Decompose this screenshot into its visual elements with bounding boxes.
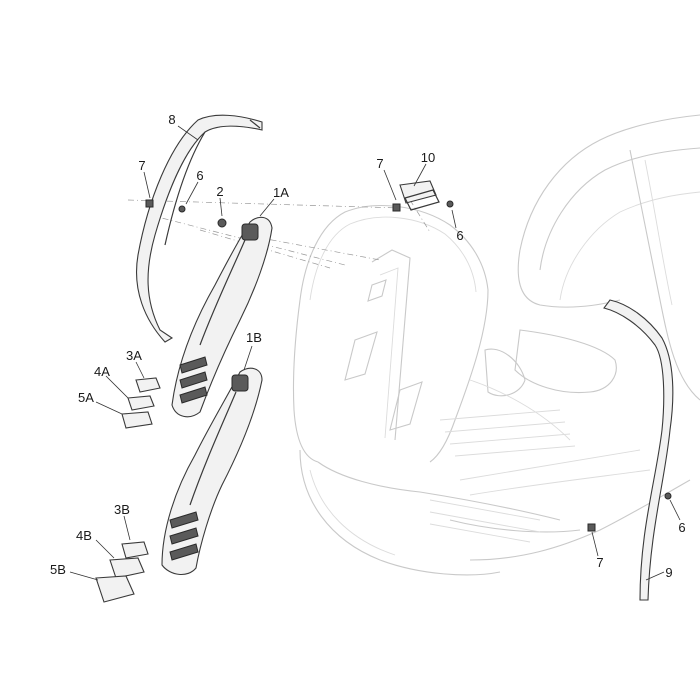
callout-7-left: 7 — [138, 158, 145, 173]
screw-6c — [664, 492, 672, 500]
callout-3b: 3B — [114, 502, 130, 517]
callout-5b: 5B — [50, 562, 66, 577]
part-5b — [95, 575, 135, 603]
nut-7b — [392, 203, 401, 212]
part-10-bracket — [399, 180, 440, 211]
callout-7-top: 7 — [376, 156, 383, 171]
part-4b — [109, 557, 145, 579]
callout-4b: 4B — [76, 528, 92, 543]
trim-pieces — [95, 377, 161, 603]
callout-6-left: 6 — [196, 168, 203, 183]
screw-6b — [446, 200, 454, 208]
part-4a — [127, 395, 155, 411]
leader-lines — [69, 125, 681, 581]
callout-9: 9 — [665, 565, 672, 580]
callout-8: 8 — [168, 112, 175, 127]
screw-2 — [217, 218, 227, 228]
part-5a — [121, 411, 153, 429]
callout-4a: 4A — [94, 364, 110, 379]
callout-6-right: 6 — [678, 520, 685, 535]
nut-7a — [145, 199, 154, 208]
callout-1b: 1B — [246, 330, 262, 345]
part-3b — [121, 541, 149, 559]
callout-2: 2 — [216, 184, 223, 199]
part-9-trim-strip — [603, 299, 674, 601]
callout-10: 10 — [421, 150, 435, 165]
part-3a — [135, 377, 161, 393]
nut-7c — [587, 523, 596, 532]
fasteners — [145, 199, 672, 532]
callout-labels: 8 7 6 2 1A 7 10 6 1B 3A 4A 5A 3B 4B 5B 6… — [50, 112, 686, 580]
part-8-trim-strip — [136, 114, 263, 343]
screw-6a — [178, 205, 186, 213]
part-1a-cover — [171, 216, 273, 418]
part-1b-cover — [161, 367, 263, 575]
callout-3a: 3A — [126, 348, 142, 363]
callout-7-right: 7 — [596, 555, 603, 570]
callout-5a: 5A — [78, 390, 94, 405]
callout-6-top: 6 — [456, 228, 463, 243]
callout-1a: 1A — [273, 185, 289, 200]
